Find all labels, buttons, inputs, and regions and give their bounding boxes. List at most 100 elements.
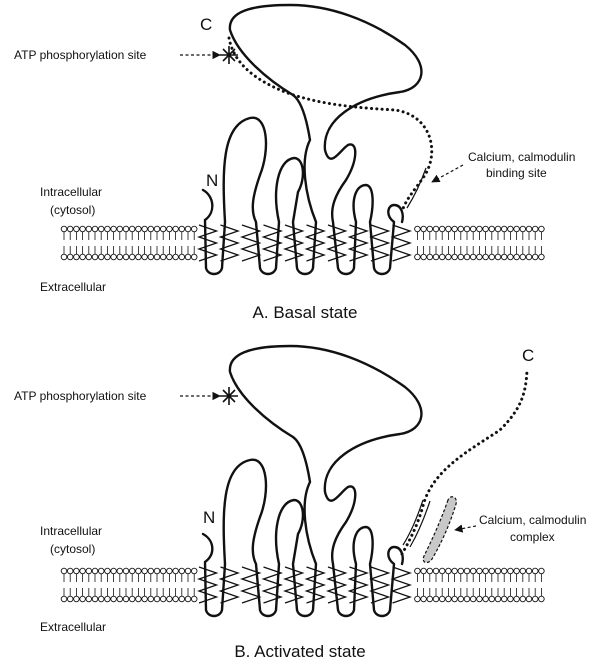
lipid-head xyxy=(414,595,421,603)
lipid-head xyxy=(110,225,117,233)
lipid-head xyxy=(122,225,130,233)
lipid-head xyxy=(91,225,99,233)
lipid-head xyxy=(538,595,545,603)
lipid-head xyxy=(79,595,86,603)
lipid-head xyxy=(438,225,446,233)
lipid-head xyxy=(513,567,520,575)
lipid-head xyxy=(122,567,130,575)
lipid-head xyxy=(85,595,93,603)
lipid-head xyxy=(159,253,167,261)
region-intracellular-label: Intracellular xyxy=(40,185,102,199)
lipid-head xyxy=(451,253,458,261)
lipid-head xyxy=(135,225,142,233)
helix-segment xyxy=(390,224,413,262)
lipid-head xyxy=(513,595,520,603)
lipid-bilayer xyxy=(60,225,545,261)
lipid-head xyxy=(476,253,483,261)
lipid-head xyxy=(60,567,68,575)
lipid-head xyxy=(110,253,117,261)
complex-label-line2: complex xyxy=(510,530,555,544)
lipid-head xyxy=(445,595,452,603)
lipid-head xyxy=(104,225,111,233)
lipid-head xyxy=(128,595,136,603)
lipid-head xyxy=(463,567,471,575)
lipid-head xyxy=(73,595,80,603)
lipid-head xyxy=(190,567,198,575)
lipid-head xyxy=(426,225,434,233)
lipid-head xyxy=(494,253,502,261)
lipid-head xyxy=(166,253,173,261)
lipid-head xyxy=(463,253,471,261)
panel-basal-state: C N ATP phosphorylation site Intracellul… xyxy=(14,3,575,322)
lipid-head xyxy=(184,595,192,603)
lipid-head xyxy=(482,567,489,575)
complex-arrow xyxy=(454,524,477,533)
lipid-head xyxy=(128,225,136,233)
lipid-head xyxy=(73,225,80,233)
lipid-head xyxy=(482,595,489,603)
lipid-head xyxy=(116,253,124,261)
lipid-head xyxy=(141,253,148,261)
lipid-head xyxy=(153,595,161,603)
lipid-head xyxy=(135,595,142,603)
lipid-head xyxy=(457,253,465,261)
helix-segment xyxy=(282,566,305,604)
lipid-head xyxy=(420,225,427,233)
lipid-head xyxy=(538,253,545,261)
lipid-head xyxy=(525,225,533,233)
binding-site-line xyxy=(406,167,427,209)
lipid-head xyxy=(426,595,434,603)
transmembrane-helices xyxy=(196,224,413,262)
lipid-head xyxy=(451,225,458,233)
lipid-head xyxy=(66,253,74,261)
lipid-head xyxy=(85,225,93,233)
lipid-head xyxy=(451,567,458,575)
lipid-head xyxy=(457,225,465,233)
panel-caption: A. Basal state xyxy=(253,303,358,322)
lipid-head xyxy=(525,595,533,603)
lipid-head xyxy=(451,595,458,603)
terminus-n-label: N xyxy=(206,171,218,190)
region-cytosol-label: (cytosol) xyxy=(50,203,95,217)
lipid-head xyxy=(500,595,508,603)
lipid-head xyxy=(85,253,93,261)
lipid-head xyxy=(128,253,136,261)
lipid-head xyxy=(184,253,192,261)
lipid-head xyxy=(438,253,446,261)
lipid-head xyxy=(190,253,198,261)
lipid-head xyxy=(159,225,167,233)
lipid-head xyxy=(147,595,155,603)
atp-site-label: ATP phosphorylation site xyxy=(14,48,147,62)
lipid-head xyxy=(73,253,80,261)
lipid-head xyxy=(476,595,483,603)
lipid-head xyxy=(184,225,192,233)
helix-segment xyxy=(218,566,241,604)
region-cytosol-label: (cytosol) xyxy=(50,542,95,556)
lipid-head xyxy=(178,567,186,575)
lipid-head xyxy=(432,253,440,261)
lipid-head xyxy=(128,567,136,575)
lipid-head xyxy=(426,567,434,575)
helix-segment xyxy=(304,566,327,604)
lipid-head xyxy=(519,225,527,233)
lipid-head xyxy=(122,595,130,603)
lipid-head xyxy=(79,225,86,233)
lipid-head xyxy=(166,225,173,233)
lipid-head xyxy=(166,567,173,575)
terminus-c-label: C xyxy=(200,15,212,34)
lipid-head xyxy=(445,253,452,261)
lipid-head xyxy=(519,595,527,603)
helix-segment xyxy=(282,224,305,262)
lipid-head xyxy=(85,567,93,575)
lipid-head xyxy=(494,567,502,575)
lipid-head xyxy=(507,225,514,233)
lipid-head xyxy=(79,253,86,261)
lipid-head xyxy=(500,567,508,575)
lipid-head xyxy=(445,567,452,575)
lipid-head xyxy=(147,225,155,233)
lipid-head xyxy=(172,225,179,233)
lipid-head xyxy=(91,253,99,261)
pump-protein xyxy=(201,3,423,276)
lipid-head xyxy=(420,253,427,261)
helix-segment xyxy=(196,566,219,604)
